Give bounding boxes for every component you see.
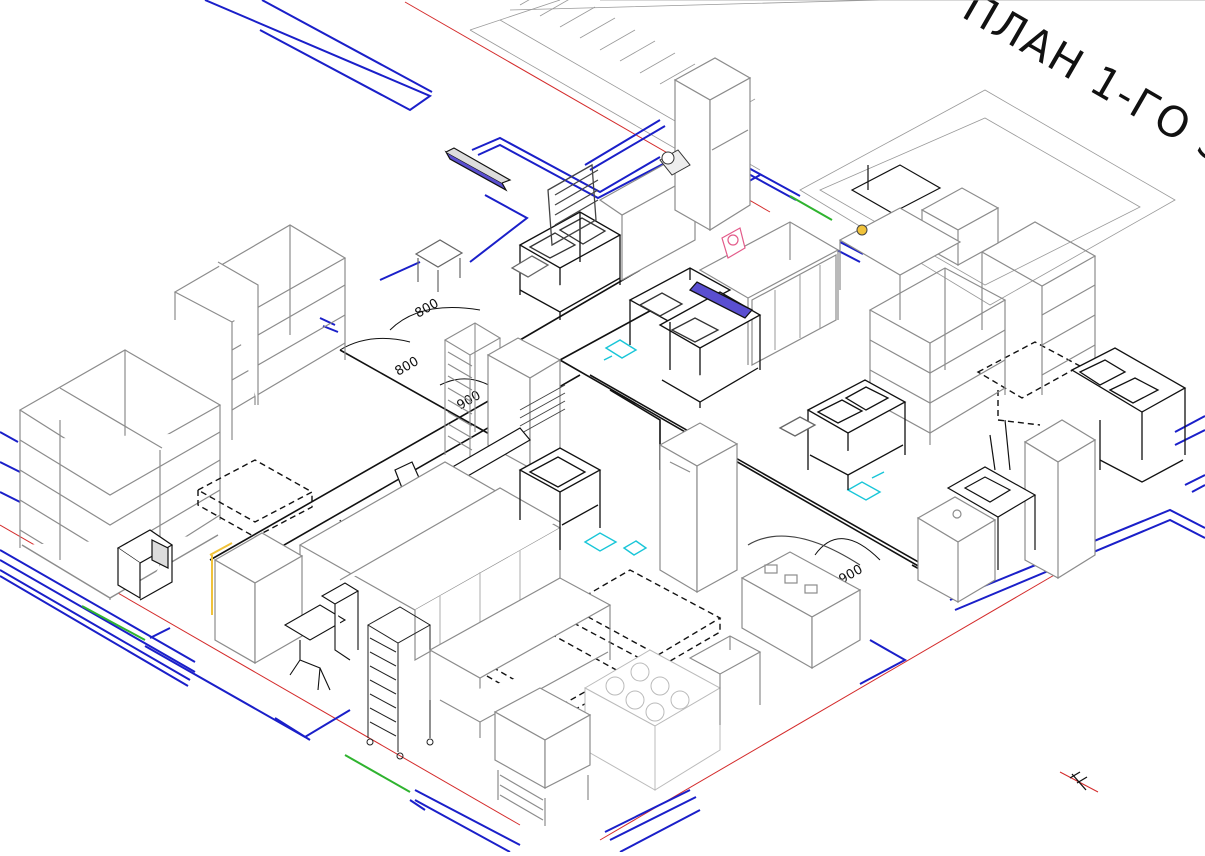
refrigerator-icon xyxy=(658,422,739,594)
oven-door-highlight xyxy=(209,542,233,615)
dough-mixer-icon xyxy=(116,529,174,601)
sink-table-icon xyxy=(778,379,907,490)
dim-label: 800 xyxy=(393,354,422,379)
meat-grinder-icon xyxy=(283,582,360,691)
range-cooker-icon xyxy=(583,649,722,791)
wall-lamp-icon xyxy=(444,147,512,192)
pink-device-icon xyxy=(721,227,746,259)
gastronorm-trolley-icon xyxy=(366,606,434,760)
yellow-equipment-icon xyxy=(856,224,868,236)
combi-oven-icon xyxy=(213,532,304,665)
bain-marie-icon xyxy=(740,535,862,670)
sink-table-icon xyxy=(628,267,762,408)
work-table-icon xyxy=(428,577,612,738)
floor-drain-icon xyxy=(583,339,885,556)
counter-icon xyxy=(298,461,562,662)
combi-oven-icon xyxy=(493,687,592,826)
counter-icon xyxy=(838,207,962,320)
dim-label: 800 xyxy=(413,296,442,321)
wall-shelf-icon xyxy=(850,164,942,214)
slicer-icon xyxy=(659,149,691,176)
green-segments xyxy=(81,195,833,793)
sink-table-icon xyxy=(1070,347,1187,483)
side-table-icon xyxy=(688,635,762,725)
small-stool-icon xyxy=(414,239,464,292)
fryer-icon xyxy=(946,419,1037,570)
shelving-rack-icon xyxy=(18,224,347,600)
gastronorm-trolley-icon xyxy=(443,322,502,470)
sink-table-icon xyxy=(510,163,622,320)
axis-marker xyxy=(1069,771,1088,791)
prep-table-icon xyxy=(698,221,840,367)
rack-shelves-icon xyxy=(519,384,566,435)
kitchen-stand-icon xyxy=(916,496,997,604)
plan-title: ПЛАН 1-ГО ЭТА xyxy=(955,0,1205,205)
shelving-rack-icon xyxy=(868,221,1097,445)
sink-table-icon xyxy=(518,447,602,550)
refrigerator-icon xyxy=(1023,419,1097,580)
